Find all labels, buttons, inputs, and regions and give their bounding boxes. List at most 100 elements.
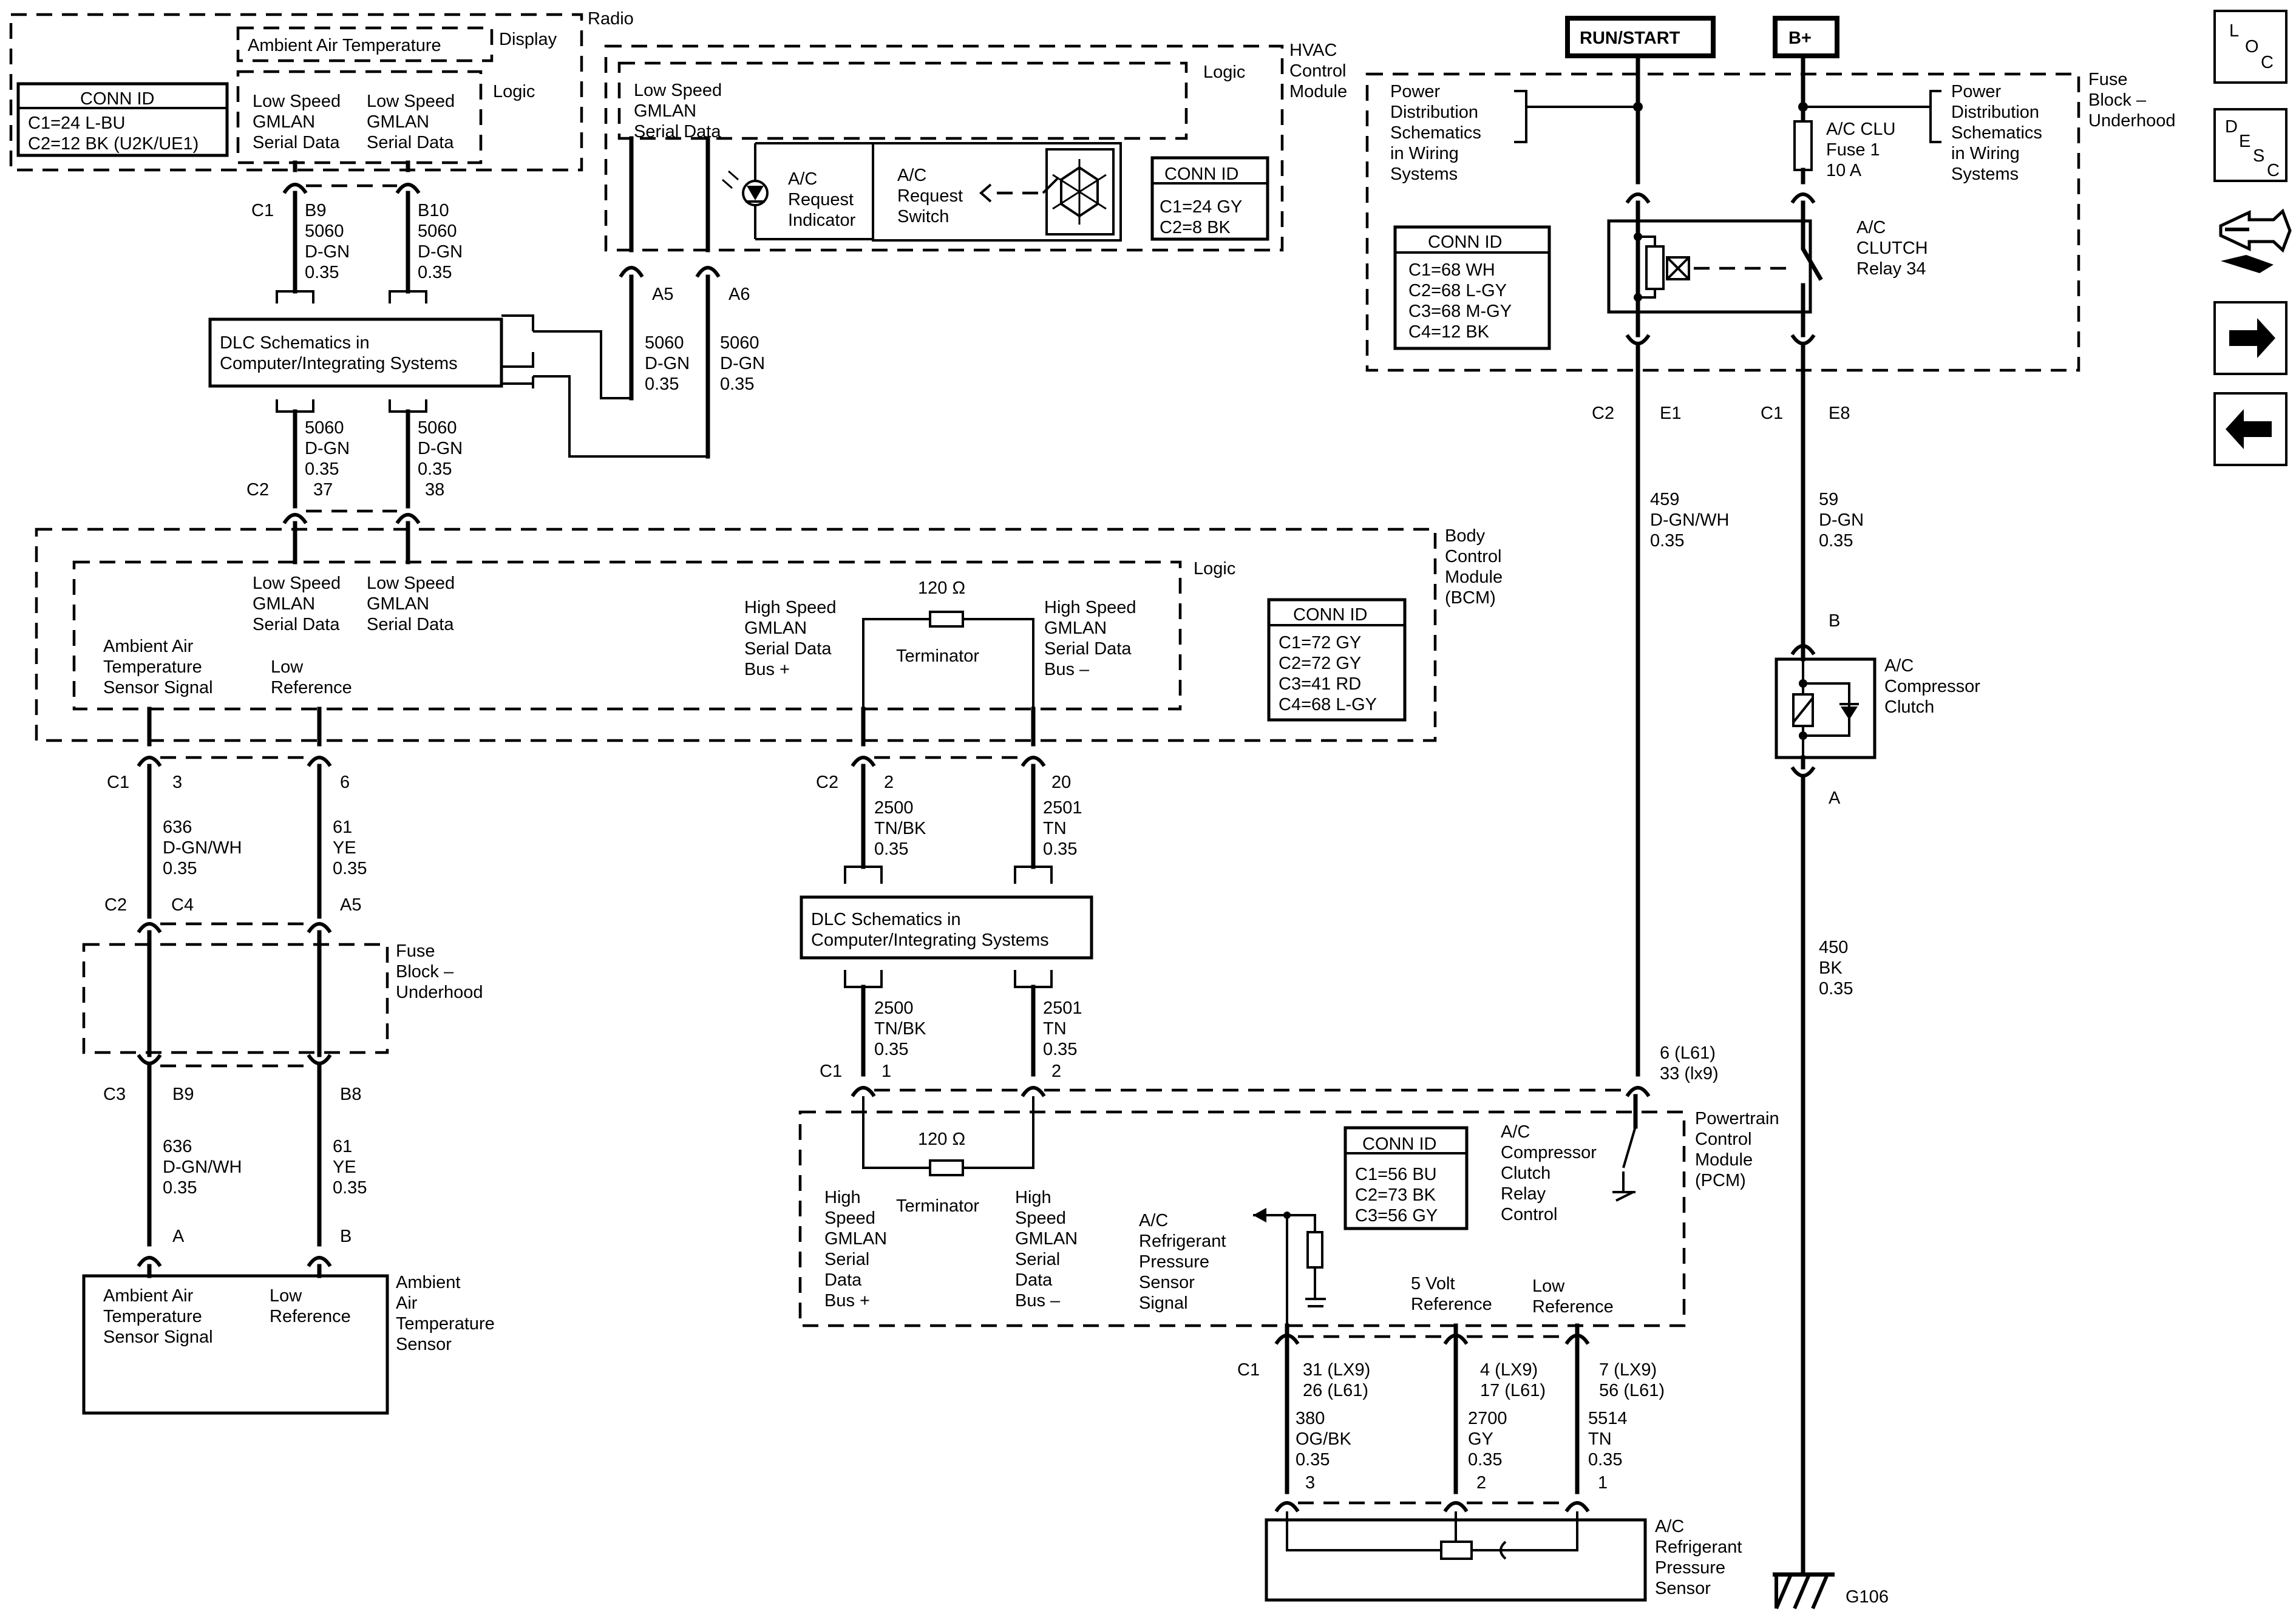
diagram-label: OG/BK (1296, 1429, 1352, 1449)
diagram-label: C1 (107, 773, 129, 792)
diagram-label: D (2225, 117, 2238, 137)
diagram-label: C2 (104, 895, 127, 915)
diagram-label: Ambient Air (103, 637, 194, 656)
diagram-label: C2=73 BK (1355, 1185, 1436, 1205)
diagram-label: Sensor (1655, 1579, 1711, 1598)
diagram-label: 120 Ω (918, 578, 965, 598)
diagram-label: Sensor Signal (103, 1327, 213, 1347)
diagram-label: Serial Data (1044, 639, 1132, 659)
diagram-label: High Speed (1044, 598, 1136, 617)
left-wire-labels-lower: 636 D-GN/WH 0.35 61 YE 0.35 (163, 1137, 367, 1198)
diagram-label: D-GN (645, 354, 690, 373)
diagram-label: Control (1445, 547, 1502, 566)
bcm-c2-connector: C2 2 20 (816, 756, 1071, 792)
diagram-label: B8 (340, 1085, 361, 1104)
diagram-label: 1 (881, 1062, 891, 1081)
connector-view-icon[interactable] (2219, 208, 2292, 273)
diagram-label: C4 (171, 895, 194, 915)
next-arrow-button[interactable] (2213, 301, 2288, 375)
diagram-label: 2700 (1468, 1409, 1507, 1428)
diagram-label: C1 (1237, 1360, 1260, 1380)
nav-desc-button[interactable]: D E S C (2213, 108, 2288, 182)
radio-module: Radio Ambient Air Temperature Display Lo… (9, 9, 634, 172)
diagram-label: 26 (L61) (1303, 1381, 1368, 1400)
diagram-label: Sensor Signal (103, 678, 213, 697)
diagram-label: D-GN (720, 354, 765, 373)
bcm-terminator-resistor (862, 611, 1034, 744)
ambient-sensor-connector: A B (137, 1227, 352, 1267)
diagram-label: C (2267, 161, 2280, 180)
diagram-label: 450 (1819, 938, 1848, 957)
previous-arrow-button[interactable] (2213, 392, 2288, 466)
diagram-label: Sensor (1139, 1273, 1195, 1292)
ambient-air-temperature-sensor: Ambient Air Temperature Sensor Signal Lo… (82, 1273, 495, 1415)
diagram-label: CONN ID (80, 89, 154, 109)
diagram-label: 5060 (305, 222, 344, 241)
ac-refrigerant-pressure-sensor: A/C Refrigerant Pressure Sensor (1265, 1511, 1742, 1602)
diagram-label: 1 (1598, 1473, 1608, 1493)
diagram-label: Reference (271, 678, 352, 697)
diagram-label: 0.35 (874, 839, 908, 859)
diagram-label: RUN/START (1580, 29, 1680, 48)
diagram-label: Power (1390, 82, 1441, 101)
diagram-label: E1 (1660, 404, 1681, 423)
diagram-label: Distribution (1390, 103, 1478, 122)
diagram-label: Low (1532, 1276, 1565, 1296)
diagram-label: C1=24 L-BU (28, 114, 125, 133)
diagram-label: GMLAN (253, 594, 315, 614)
diagram-label: Fuse (396, 941, 435, 961)
diagram-label: Bus – (1044, 660, 1090, 679)
diagram-label: E8 (1829, 404, 1850, 423)
diagram-label: C4=68 L-GY (1279, 695, 1377, 714)
diagram-label: 459 (1650, 490, 1679, 509)
diagram-label: Low Speed (634, 81, 722, 100)
pcm-c1-connector-top: C1 1 2 (820, 1062, 1623, 1097)
diagram-label: Fuse 1 (1826, 140, 1880, 160)
diagram-label: A/C (897, 166, 926, 185)
diagram-label: Module (1445, 568, 1503, 587)
diagram-label: CONN ID (1293, 605, 1367, 625)
diagram-label: GMLAN (744, 619, 807, 638)
diagram-label: Clutch (1501, 1164, 1550, 1183)
diagram-label: B+ (1788, 29, 1812, 48)
diagram-label: 0.35 (645, 375, 679, 394)
fuse-block-underhood-left: Fuse Block – Underhood (82, 941, 483, 1054)
diagram-label: Compressor (1501, 1143, 1597, 1162)
pcm-terminator-resistor (862, 1096, 1034, 1176)
diagram-label: 5060 (305, 418, 344, 438)
diagram-label: 0.35 (333, 1178, 367, 1198)
diagram-label: Terminator (896, 646, 979, 666)
diagram-label: O (2245, 37, 2259, 56)
diagram-label: Display (499, 30, 557, 49)
diagram-label: CONN ID (1362, 1134, 1436, 1154)
diagram-label: Logic (1203, 63, 1245, 82)
diagram-label: 20 (1051, 773, 1071, 792)
diagram-label: C2 (1592, 404, 1614, 423)
diagram-label: Compressor (1884, 677, 1980, 696)
diagram-label: C2 (816, 773, 838, 792)
diagram-label: Temperature (103, 1307, 202, 1326)
diagram-label: Bus + (744, 660, 790, 679)
diagram-label: DLC Schematics in (220, 333, 370, 353)
diagram-label: B9 (172, 1085, 194, 1104)
fuse-block-c2-connector: C2 C4 A5 (104, 895, 361, 934)
diagram-label: D-GN/WH (163, 838, 242, 858)
diagram-label: A6 (729, 285, 750, 304)
diagram-label: 0.35 (1296, 1450, 1330, 1470)
diagram-label: A/C (788, 169, 817, 189)
diagram-label: B10 (418, 201, 449, 220)
diagram-label: 61 (333, 1137, 352, 1156)
diagram-label: 0.35 (1043, 839, 1077, 859)
diagram-label: 0.35 (1819, 531, 1853, 551)
diagram-label: Reference (1411, 1295, 1492, 1314)
diagram-label: 2501 (1043, 798, 1082, 818)
diagram-label: 4 (LX9) (1480, 1360, 1538, 1380)
diagram-label: A5 (652, 285, 673, 304)
diagram-label: 2500 (874, 998, 914, 1018)
diagram-label: (PCM) (1695, 1171, 1746, 1190)
diagram-label: A/C (1139, 1211, 1168, 1230)
diagram-label: Refrigerant (1139, 1232, 1226, 1251)
diagram-label: Control (1289, 61, 1347, 81)
diagram-label: Radio (588, 9, 634, 29)
nav-loc-button[interactable]: L O C (2213, 10, 2288, 84)
